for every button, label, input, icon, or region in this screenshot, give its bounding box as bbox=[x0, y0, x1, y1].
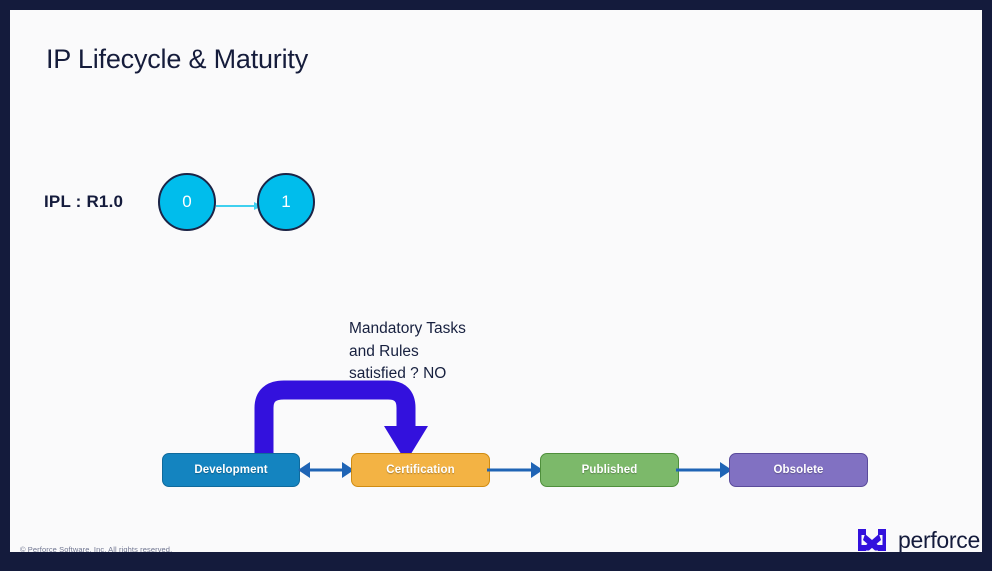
maturity-node-1[interactable]: 1 bbox=[257, 173, 315, 231]
stage-label-obsolete: Obsolete bbox=[773, 464, 824, 476]
connector-published-obsolete bbox=[676, 462, 732, 478]
loopback-arrow-icon bbox=[254, 380, 428, 465]
page-title: IP Lifecycle & Maturity bbox=[46, 44, 308, 74]
stage-box-development[interactable]: Development bbox=[162, 453, 300, 487]
perforce-logo: perforce bbox=[855, 523, 982, 552]
stage-box-published[interactable]: Published bbox=[540, 453, 679, 487]
perforce-mark-icon bbox=[858, 529, 886, 551]
condition-note-line-1: Mandatory Tasks bbox=[349, 320, 466, 337]
condition-note-line-3: satisfied ? NO bbox=[349, 365, 447, 382]
footer-copyright: © Perforce Software, Inc. All rights res… bbox=[20, 545, 173, 552]
connector-development-certification bbox=[298, 462, 354, 478]
node-link-arrow bbox=[216, 202, 262, 210]
stage-box-certification[interactable]: Certification bbox=[351, 453, 490, 487]
slide-canvas: IP Lifecycle & Maturity IPL : R1.0 0 1 M… bbox=[10, 10, 982, 552]
stage-label-published: Published bbox=[581, 464, 638, 476]
condition-note: Mandatory Tasks and Rules satisfied ? NO bbox=[349, 318, 466, 386]
stage-label-certification: Certification bbox=[386, 464, 455, 476]
condition-note-line-2: and Rules bbox=[349, 342, 419, 360]
maturity-node-1-label: 1 bbox=[281, 192, 291, 211]
maturity-node-0[interactable]: 0 bbox=[158, 173, 216, 231]
maturity-node-0-label: 0 bbox=[182, 192, 192, 211]
perforce-wordmark: perforce bbox=[898, 526, 980, 552]
ipl-version-label: IPL : R1.0 bbox=[44, 192, 124, 211]
connector-certification-published bbox=[487, 462, 543, 478]
stage-label-development: Development bbox=[194, 464, 268, 476]
stage-box-obsolete[interactable]: Obsolete bbox=[729, 453, 868, 487]
